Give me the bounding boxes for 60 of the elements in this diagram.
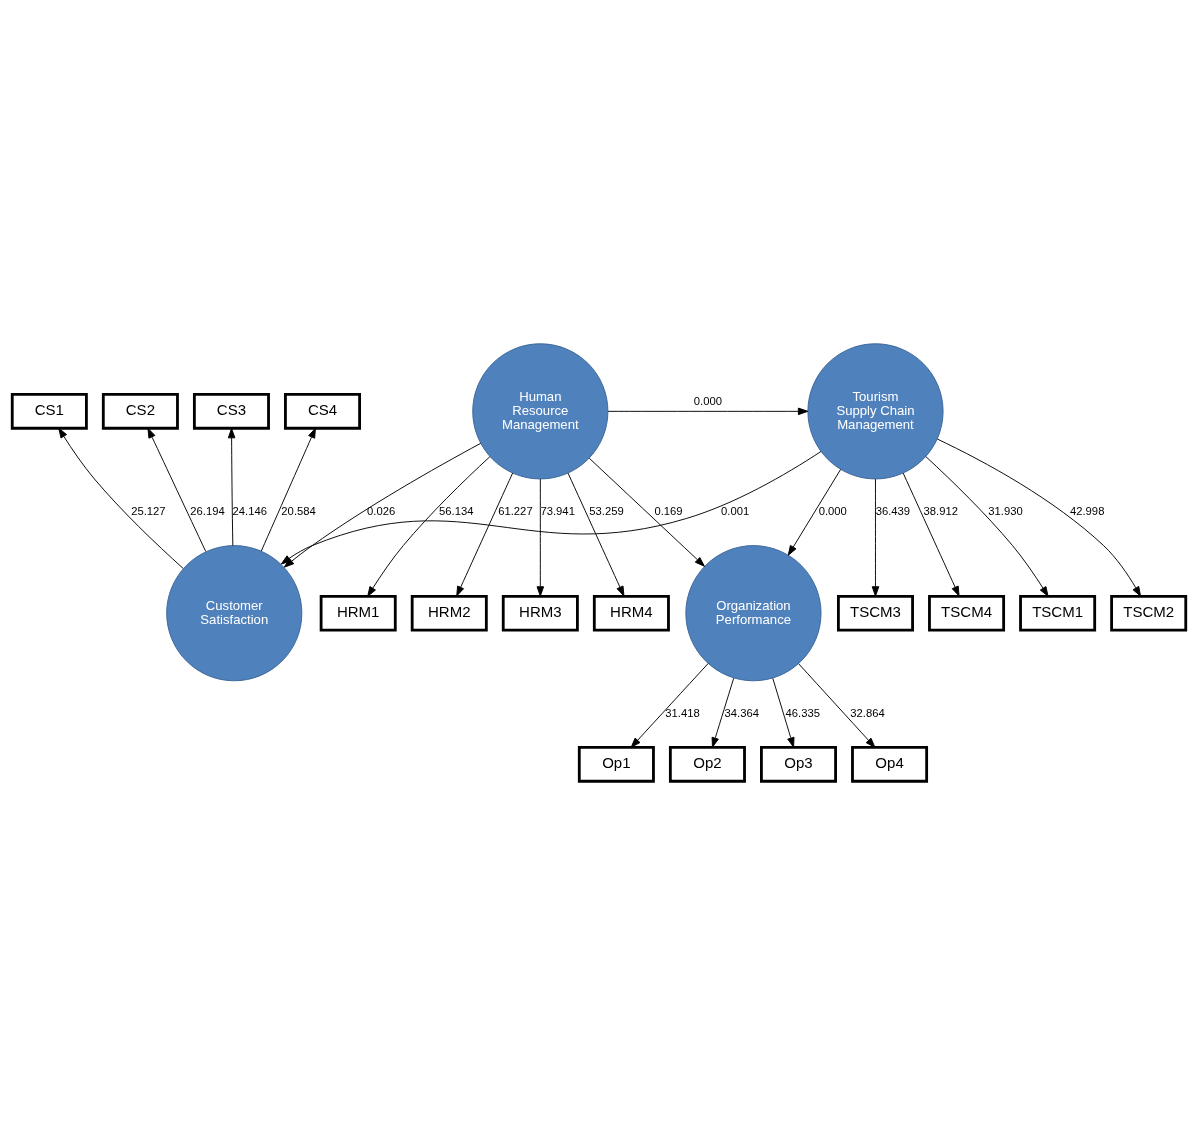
node-box: TSCM4 <box>928 594 1006 631</box>
edge-label: 0.169 <box>654 504 683 517</box>
arrow <box>772 677 795 748</box>
edge-label: 53.259 <box>589 504 624 517</box>
arrow <box>925 455 1049 597</box>
node-box: HRM2 <box>410 594 488 631</box>
arrow <box>588 457 705 567</box>
edge-label: 42.998 <box>1069 504 1105 517</box>
edge-label: 0.001 <box>721 504 750 517</box>
arrow <box>227 427 236 546</box>
arrow <box>630 662 709 748</box>
arrow <box>567 472 625 596</box>
edge-label: 0.000 <box>693 394 722 407</box>
node-circle: Human Resource Management <box>472 342 609 479</box>
arrow <box>787 468 842 556</box>
arrow <box>798 662 876 748</box>
arrow <box>367 455 491 597</box>
node-circle: Customer Satisfaction <box>166 544 303 681</box>
node-box: HRM4 <box>592 594 670 631</box>
node-box: TSCM3 <box>837 594 914 631</box>
node-box: CS1 <box>10 392 88 430</box>
edge-label: 31.930 <box>988 504 1023 517</box>
arrow <box>536 478 545 597</box>
edge-label: 61.227 <box>498 504 533 517</box>
node-box: Op1 <box>577 745 655 783</box>
arrow <box>936 438 1141 597</box>
node-box: Op3 <box>760 745 837 783</box>
edge-label: 36.439 <box>875 504 911 517</box>
node-box: CS2 <box>101 392 179 430</box>
edge-label: 32.864 <box>850 706 885 719</box>
node-box: HRM1 <box>319 594 397 631</box>
node-box: HRM3 <box>501 594 579 631</box>
edge-label: 56.134 <box>439 504 474 517</box>
edge-label: 38.912 <box>923 504 958 517</box>
arrow <box>58 427 184 569</box>
arrow <box>260 427 316 551</box>
arrow <box>871 478 880 597</box>
node-box: TSCM2 <box>1110 594 1188 631</box>
edge-label: 34.364 <box>724 706 759 719</box>
edge-label: 0.026 <box>367 504 396 517</box>
arrow <box>711 677 735 748</box>
arrow <box>902 472 960 596</box>
node-box: CS3 <box>192 392 270 430</box>
edge-label: 31.418 <box>665 706 700 719</box>
node-box: CS4 <box>284 392 361 430</box>
arrow <box>280 450 822 564</box>
edge-label: 20.584 <box>281 504 316 517</box>
edge-label: 26.194 <box>190 504 225 517</box>
edge-label: 0.000 <box>818 504 847 517</box>
edge-label: 73.941 <box>540 504 575 517</box>
edge-label: 24.146 <box>232 504 267 517</box>
arrow <box>456 472 514 596</box>
node-circle: Tourism Supply Chain Management <box>807 342 944 479</box>
arrow <box>147 427 207 552</box>
node-box: Op2 <box>668 745 746 783</box>
node-box: Op4 <box>851 745 929 783</box>
edge-label: 25.127 <box>131 504 166 517</box>
edge-label: 46.335 <box>785 706 820 719</box>
node-box: TSCM1 <box>1019 594 1097 631</box>
arrow <box>607 407 809 415</box>
